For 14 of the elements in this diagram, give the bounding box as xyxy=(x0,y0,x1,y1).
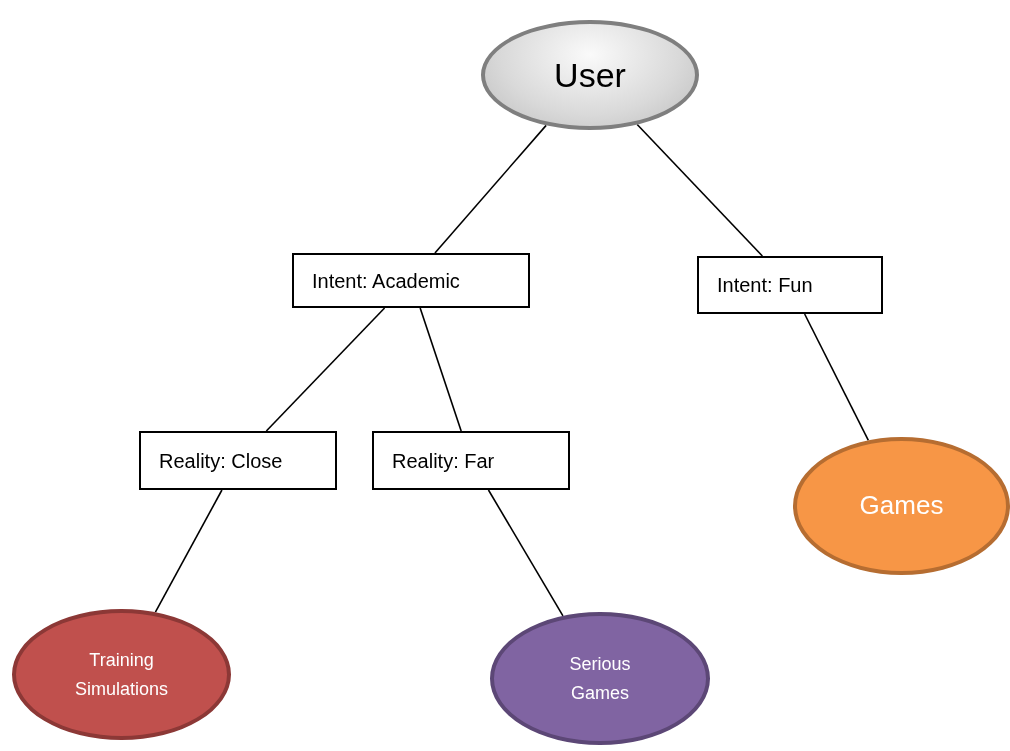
node-label: Training Simulations xyxy=(73,648,169,701)
node-label: Games xyxy=(859,489,944,523)
connector-line xyxy=(265,307,386,432)
connector-line xyxy=(419,307,462,432)
node-label: Reality: Close xyxy=(159,448,283,474)
process-box xyxy=(292,253,530,308)
node-label: Serious Games xyxy=(568,652,632,705)
node-label: Intent: Fun xyxy=(717,273,813,298)
node-label: User xyxy=(554,54,626,96)
process-box xyxy=(139,431,337,490)
node-label: Reality: Far xyxy=(392,448,495,474)
process-box xyxy=(697,256,883,314)
node-label: Intent: Academic xyxy=(312,268,460,294)
process-box xyxy=(372,431,570,490)
